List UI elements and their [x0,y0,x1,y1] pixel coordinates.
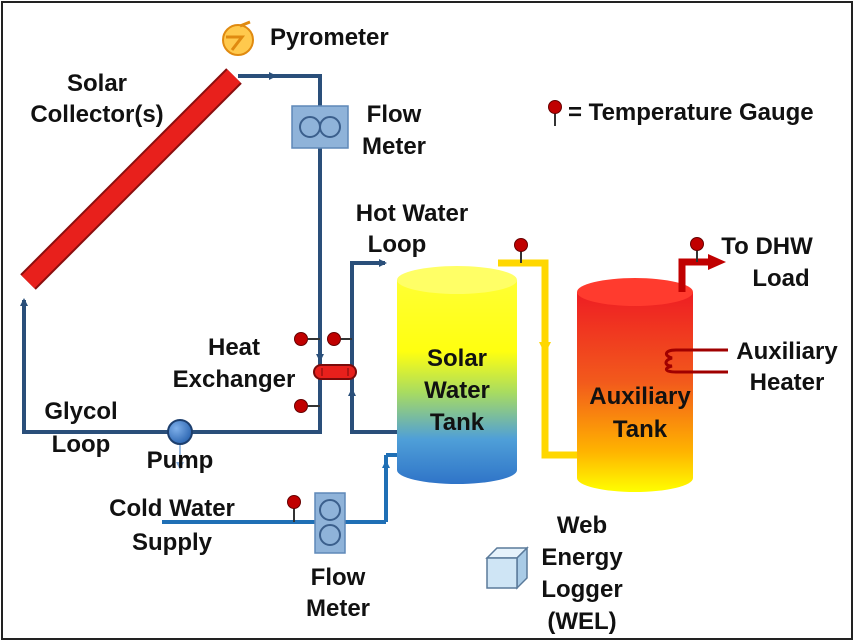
to-dhw-load-label-2: Load [752,265,809,292]
flow-meter-bottom [314,492,346,554]
temperature-gauge-hx-2 [327,332,352,346]
pump-icon [167,419,193,445]
to-dhw-load-label-1: To DHW [721,233,813,260]
pump-label: Pump [147,447,214,474]
cold-water-supply-label-2: Supply [132,529,213,556]
flow-meter-top-label-1: Flow [367,101,422,128]
auxiliary-tank [577,278,693,492]
solar-collector-label-2: Collector(s) [30,101,163,128]
flow-meter-top [291,105,349,149]
auxiliary-heater-element [664,348,728,374]
auxiliary-tank-label-2: Tank [613,416,668,443]
hot-water-loop-label-2: Loop [368,231,427,258]
auxiliary-heater-label-2: Heater [750,369,825,396]
solar-water-tank-label-3: Tank [430,409,485,436]
temperature-gauge-cold-supply [287,495,301,522]
heat-exchanger [313,364,357,380]
flow-meter-bottom-label-1: Flow [311,564,366,591]
heat-exchanger-label-2: Exchanger [173,366,296,393]
solar-water-tank-label-1: Solar [427,345,487,372]
web-energy-logger-icon [485,546,529,590]
glycol-loop-label-1: Glycol [44,398,117,425]
solar-collector-label-1: Solar [67,70,127,97]
web-energy-logger-label-4: (WEL) [547,608,616,635]
temperature-gauge-hx-1 [294,332,320,346]
hot-water-loop-label-1: Hot Water [356,200,468,227]
web-energy-logger-label-1: Web [557,512,607,539]
glycol-loop-label-2: Loop [52,431,111,458]
web-energy-logger-label-2: Energy [541,544,623,571]
cold-water-supply-label-1: Cold Water [109,495,235,522]
web-energy-logger-label-3: Logger [541,576,622,603]
flow-meter-bottom-label-2: Meter [306,595,370,622]
temperature-gauge-hx-3 [294,399,320,413]
heat-exchanger-label-1: Heat [208,334,260,361]
solar-collector [20,68,242,290]
pyrometer-icon [222,20,254,56]
solar-water-tank-label-2: Water [424,377,490,404]
dhw-outlet-pipe [678,254,726,292]
auxiliary-tank-label-1: Auxiliary [589,383,691,410]
pyrometer-label: Pyrometer [270,24,389,51]
solar-water-tank [397,266,517,484]
flow-meter-top-label-2: Meter [362,133,426,160]
temperature-gauge-legend-label: = Temperature Gauge [568,99,814,126]
temperature-gauge-hot-outlet [514,238,528,263]
auxiliary-heater-label-1: Auxiliary [736,338,838,365]
temperature-gauge-dhw [690,237,704,262]
temperature-gauge-legend-icon [548,100,562,126]
